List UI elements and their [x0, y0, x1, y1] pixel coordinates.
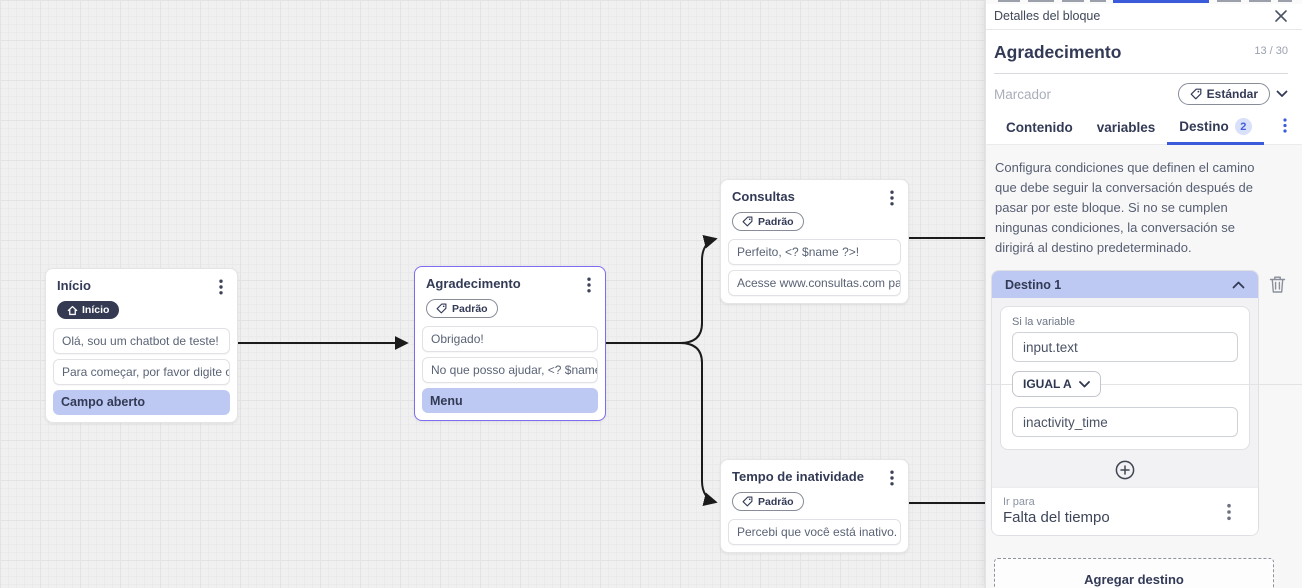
go-to-menu-icon[interactable]	[1224, 502, 1234, 521]
node-inicio[interactable]: Início Início Olá, sou um chatbot de tes…	[45, 268, 238, 423]
go-to-label: Ir para	[1003, 496, 1035, 508]
start-badge: Início	[57, 301, 120, 319]
destination-1-group: Destino 1 Si la variable IGUAL A	[986, 270, 1302, 536]
tag-icon	[742, 216, 753, 227]
destino-tab-content: Configura condiciones que definen el cam…	[986, 145, 1302, 588]
action-row-campo-aberto[interactable]: Campo aberto	[53, 389, 230, 415]
edge-agradecimento-to-consultas	[605, 234, 718, 344]
tag-icon	[1190, 88, 1202, 100]
action-row-menu[interactable]: Menu	[422, 388, 598, 413]
node-menu-icon[interactable]	[887, 469, 897, 487]
go-to-row[interactable]: Ir para Falta del tiempo	[992, 488, 1258, 535]
node-title: Agradecimento	[426, 276, 521, 291]
node-menu-icon[interactable]	[887, 189, 897, 207]
add-destination-button[interactable]: Agregar destino	[994, 558, 1274, 588]
block-details-panel: Detalles del bloque Agradecimento 13 / 3…	[985, 0, 1302, 588]
trash-icon[interactable]	[1269, 275, 1286, 294]
message-row[interactable]: Para começar, por favor digite o ...	[53, 358, 230, 385]
tag-badge: Padrão	[732, 492, 804, 511]
operator-select[interactable]: IGUAL A	[1012, 371, 1101, 397]
node-menu-icon[interactable]	[584, 276, 594, 294]
destination-1-title: Destino 1	[1005, 277, 1062, 292]
tag-badge: Padrão	[732, 212, 804, 231]
block-name-input[interactable]: Agradecimento	[994, 42, 1122, 62]
condition-label: Si la variable	[1012, 316, 1075, 328]
message-row[interactable]: No que posso ajudar, <? $name ...	[422, 357, 598, 383]
node-title: Consultas	[732, 189, 795, 204]
message-row[interactable]: Acesse www.consultas.com par...	[728, 270, 901, 296]
destination-1-header[interactable]: Destino 1	[992, 271, 1258, 298]
panel-title: Detalles del bloque	[994, 9, 1101, 23]
node-consultas[interactable]: Consultas Padrão Perfeito, <? $name ?>! …	[720, 179, 909, 304]
destination-description: Configura condiciones que definen el cam…	[995, 160, 1255, 255]
marker-placeholder: Marcador	[994, 86, 1052, 102]
tag-badge: Padrão	[426, 299, 498, 318]
message-row[interactable]: Obrigado!	[422, 326, 598, 352]
node-title: Início	[57, 278, 91, 293]
message-row[interactable]: Olá, sou um chatbot de teste!	[53, 327, 230, 354]
tabs-menu-icon[interactable]	[1280, 117, 1290, 134]
home-icon	[67, 305, 78, 315]
variable-input[interactable]	[1012, 332, 1238, 362]
compare-value-input[interactable]	[1012, 407, 1238, 437]
marker-select-estandar[interactable]: Estándar	[1177, 83, 1270, 105]
message-row[interactable]: Perfeito, <? $name ?>!	[728, 239, 901, 265]
node-tempo-de-inatividade[interactable]: Tempo de inatividade Padrão Percebi que …	[720, 459, 909, 553]
tag-icon	[742, 496, 753, 507]
node-title: Tempo de inatividade	[732, 469, 864, 484]
chevron-down-icon[interactable]	[1276, 90, 1288, 98]
clipped-toolbar-strip	[986, 0, 1302, 4]
edge-agradecimento-to-tempo	[679, 342, 718, 507]
go-to-value: Falta del tiempo	[1003, 509, 1110, 526]
tab-variables[interactable]: variables	[1096, 120, 1156, 135]
node-menu-icon[interactable]	[216, 278, 226, 296]
add-condition-icon[interactable]	[1115, 460, 1135, 480]
char-counter: 13 / 30	[1254, 45, 1288, 57]
tab-contenido[interactable]: Contenido	[1006, 120, 1073, 135]
destino-count-badge: 2	[1234, 118, 1252, 135]
condition-card: Si la variable IGUAL A	[986, 306, 1302, 450]
tab-destino[interactable]: Destino 2	[1167, 114, 1264, 145]
node-agradecimento[interactable]: Agradecimento Padrão Obrigado! No que po…	[414, 266, 606, 421]
message-row[interactable]: Percebi que você está inativo. C...	[728, 519, 901, 545]
tag-icon	[436, 303, 447, 314]
close-icon[interactable]	[1274, 9, 1288, 23]
active-tab-indicator	[1113, 0, 1209, 3]
chevron-down-icon	[1078, 380, 1090, 387]
chevron-up-icon[interactable]	[1232, 281, 1245, 289]
